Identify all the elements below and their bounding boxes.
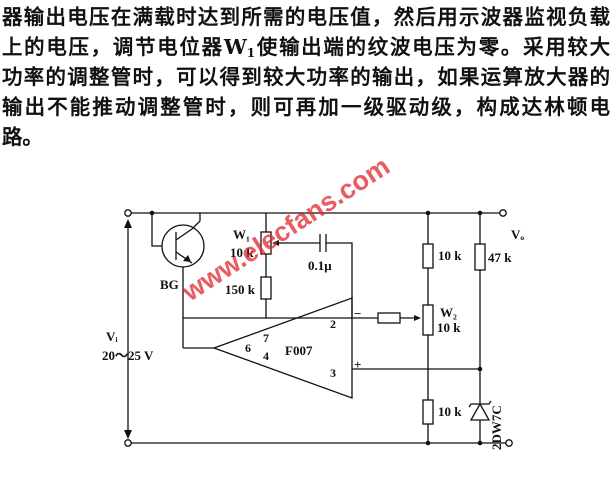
transistor-circle bbox=[161, 224, 205, 268]
transistor-collector-lead bbox=[175, 228, 193, 241]
minus-label: − bbox=[354, 306, 361, 321]
vi-labels: Vᵢ 20～25 V bbox=[102, 329, 154, 363]
body-paragraph: 器输出电压在满载时达到所需的电压值，然后用示波器监视负载 上的电压，调节电位器W… bbox=[2, 2, 610, 152]
w2-wiper-arrow bbox=[414, 315, 421, 321]
reference-branch: 47 k 2DW7C bbox=[352, 213, 512, 450]
ground-right bbox=[505, 439, 513, 447]
vo-label: Vₒ bbox=[511, 227, 524, 242]
series-resistor bbox=[377, 312, 401, 324]
vi-arrow-head-up bbox=[124, 219, 132, 228]
pin3-label: 3 bbox=[330, 366, 336, 380]
paragraph-line-3: 功率的调整管时，可以得到较大功率的输出，如果运算放大器的 bbox=[2, 65, 610, 89]
output-terminal bbox=[499, 209, 507, 217]
paragraph-line-2: 上的电压，调节电位器W1使输出端的纹波电压为零。采用较大 bbox=[2, 32, 610, 62]
line-2-pre: 上的电压，调节电位器W bbox=[2, 35, 247, 59]
opamp-name: F007 bbox=[285, 343, 313, 358]
r47k-label: 47 k bbox=[488, 250, 512, 265]
opamp-triangle bbox=[212, 297, 353, 399]
w1-wiper-arrow bbox=[272, 240, 279, 246]
collector-wire bbox=[151, 213, 162, 247]
pin4-label: 4 bbox=[263, 349, 269, 363]
ground-right-terminal bbox=[505, 439, 513, 447]
zener-triangle bbox=[469, 402, 491, 421]
w1-subscript: 1 bbox=[246, 46, 256, 60]
output-rail: Vₒ bbox=[266, 209, 524, 242]
feedback-capacitor: 0.1μ bbox=[289, 234, 353, 318]
r10k-bottom-label: 10 k bbox=[438, 404, 462, 419]
vi-range-label: 20～25 V bbox=[102, 348, 154, 363]
r47k-resistor bbox=[474, 243, 486, 271]
pin2-label: 2 bbox=[330, 317, 336, 331]
w2-name-label: W₂ bbox=[440, 305, 457, 320]
w2-resistor bbox=[422, 304, 434, 336]
input-terminals bbox=[124, 209, 506, 447]
line-2-post: 使输出端的纹波电压为零。采用较大 bbox=[255, 35, 611, 59]
transistor-label: BG bbox=[160, 277, 179, 292]
input-top-terminal bbox=[124, 209, 132, 217]
top-rail-junction bbox=[149, 210, 155, 216]
cap-right-lead bbox=[326, 242, 353, 318]
pin6-label: 6 bbox=[245, 341, 251, 355]
vi-label: Vᵢ bbox=[106, 329, 118, 344]
paragraph-line-1: 器输出电压在满载时达到所需的电压值，然后用示波器监视负载 bbox=[2, 5, 610, 29]
zener-label: 2DW7C bbox=[489, 405, 504, 450]
input-bottom-terminal bbox=[124, 439, 132, 447]
w1-value-label: 10 k bbox=[230, 245, 254, 260]
r10k-bottom bbox=[422, 399, 434, 425]
pin7-label: 7 bbox=[263, 331, 269, 345]
emitter-wire bbox=[191, 212, 266, 230]
cap-label: 0.1μ bbox=[308, 258, 332, 273]
w1-name-label: W₁ bbox=[233, 227, 250, 242]
paragraph-line-5: 路。 bbox=[2, 125, 43, 149]
watermark: www.elecfans.com bbox=[176, 151, 395, 308]
output-divider: 10 k W₂ 10 k 10 k bbox=[422, 213, 462, 446]
r10k-top bbox=[422, 243, 434, 269]
ground-junction-480 bbox=[477, 440, 483, 446]
r150k-resistor bbox=[260, 276, 272, 300]
w1-divider: W₁ 10 k 150 k bbox=[225, 213, 289, 318]
r10k-top-label: 10 k bbox=[438, 248, 462, 263]
inverting-path bbox=[352, 312, 421, 324]
plus-label: + bbox=[354, 357, 361, 372]
vi-arrow-head-down bbox=[124, 430, 132, 439]
opamp-f007: 7 6 4 F007 2 3 − + bbox=[182, 297, 361, 399]
paragraph-line-4: 输出不能推动调整管时，则可再加一级驱动级，构成达林顿电 bbox=[2, 95, 610, 119]
w2-value-label: 10 k bbox=[437, 320, 461, 335]
ground-junction-428 bbox=[425, 440, 431, 446]
transistor-emitter-arrow bbox=[183, 255, 191, 262]
r150k-label: 150 k bbox=[225, 282, 256, 297]
